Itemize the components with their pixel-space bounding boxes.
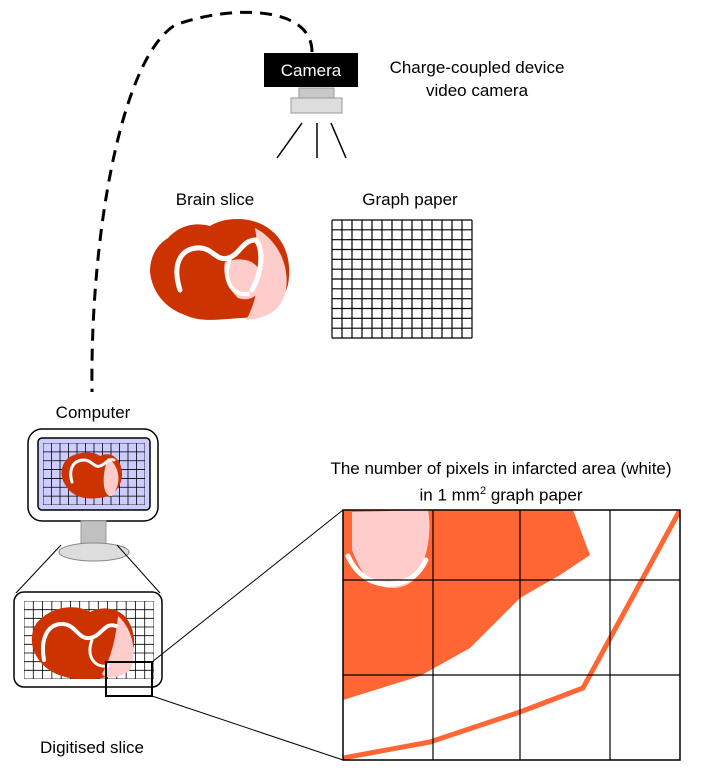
zoom-caption-line2-suffix: graph paper <box>486 485 583 505</box>
zoom-caption-line2: in 1 mm2 graph paper <box>290 481 712 506</box>
zoomed-grid-panel <box>342 509 681 761</box>
monitor-icon <box>27 428 159 562</box>
camera-caption-line1: Charge-coupled device <box>389 58 565 77</box>
zoom-caption-superscript: 2 <box>479 485 487 497</box>
brain-slice-icon <box>150 219 290 320</box>
digitised-slice-icon <box>13 591 163 697</box>
grid-icon <box>331 219 473 339</box>
camera-caption-line2: video camera <box>425 81 529 100</box>
computer-label: Computer <box>55 403 131 422</box>
zoom-caption-line2-prefix: in 1 mm <box>419 485 480 505</box>
brain-slice-label: Brain slice <box>175 190 255 209</box>
camera-icon <box>264 53 358 159</box>
zoom-caption-line1: The number of pixels in infarcted area (… <box>330 459 672 478</box>
digitised-slice-label: Digitised slice <box>40 738 144 757</box>
camera-cable <box>90 10 314 393</box>
camera-box-label: Camera <box>280 61 342 80</box>
graph-paper-label: Graph paper <box>362 190 458 209</box>
